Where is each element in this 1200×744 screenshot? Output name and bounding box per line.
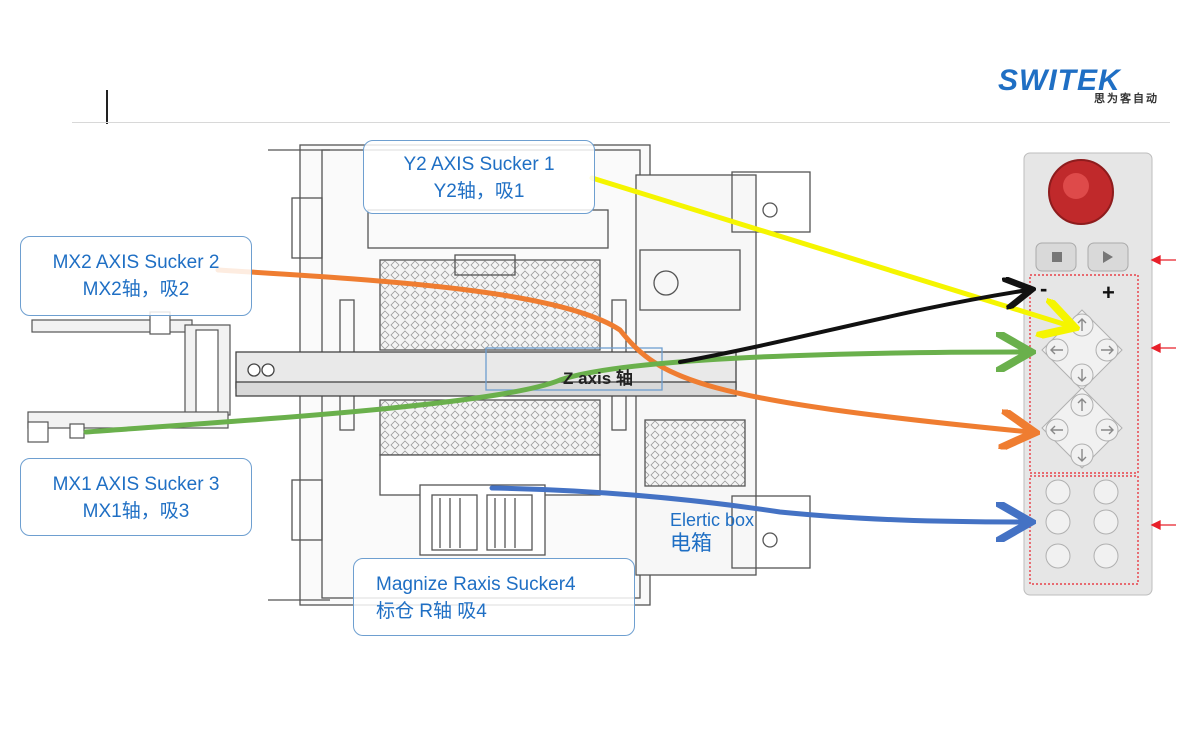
label-y2-line2: Y2轴，吸1 — [433, 181, 525, 202]
header-divider — [72, 122, 1170, 123]
teach-pendant — [1023, 152, 1176, 596]
arrow-mx2 — [215, 267, 1030, 432]
arrow-magazine — [489, 485, 1026, 522]
label-magazine-r-axis: Magnize Raxis Sucker4 标仓 R轴 吸4 — [353, 558, 635, 636]
z-axis-beam — [235, 347, 737, 397]
arrow-z — [678, 290, 1028, 364]
arrow-mx1 — [83, 352, 1026, 435]
label-mx2-line2: MX2轴，吸2 — [82, 279, 190, 300]
label-electric-line1: Elertic box — [670, 510, 755, 530]
arrow-y2 — [589, 175, 1070, 326]
label-y2-line1: Y2 AXIS Sucker 1 — [403, 154, 555, 175]
label-y2-axis: Y2 AXIS Sucker 1 Y2轴，吸1 — [363, 140, 595, 214]
label-mx2-axis: MX2 AXIS Sucker 2 MX2轴，吸2 — [20, 236, 252, 316]
left-conveyors — [27, 311, 231, 443]
pendant-minus-sign: - — [1040, 276, 1048, 301]
pendant-plus-sign: + — [1102, 280, 1115, 305]
pointer-arrows — [83, 175, 1070, 522]
label-electric-line2: 电箱 — [670, 532, 712, 555]
label-mx1-axis: MX1 AXIS Sucker 3 MX1轴，吸3 — [20, 458, 252, 536]
label-mx1-line1: MX1 AXIS Sucker 3 — [52, 474, 220, 495]
logo-subtitle: 思为客自动 — [1094, 93, 1159, 105]
logo-text: SWITEK — [998, 64, 1121, 97]
label-magazine-line1: Magnize Raxis Sucker4 — [376, 574, 576, 595]
label-mx2-line1: MX2 AXIS Sucker 2 — [52, 252, 220, 273]
text-cursor — [106, 90, 108, 124]
label-magazine-line2: 标仓 R轴 吸4 — [376, 601, 487, 622]
label-mx1-line2: MX1轴，吸3 — [82, 501, 190, 522]
label-electric-box: Elertic box 电箱 — [670, 508, 754, 556]
company-logo: SWITEK 思为客自动 — [998, 64, 1173, 105]
z-axis-label: Z axis 轴 — [563, 369, 633, 388]
